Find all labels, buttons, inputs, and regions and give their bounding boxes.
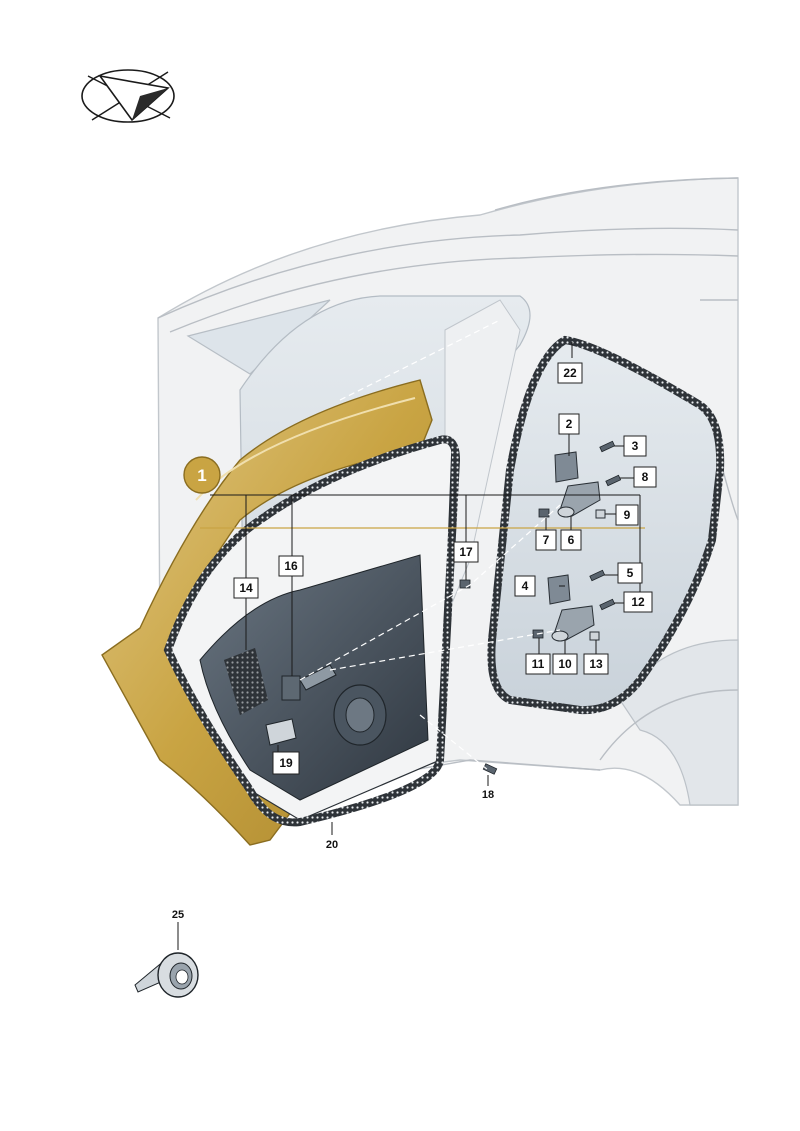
svg-text:3: 3 — [632, 439, 639, 453]
svg-text:7: 7 — [543, 533, 550, 547]
svg-text:6: 6 — [568, 533, 575, 547]
callout-13: 13 — [583, 653, 609, 675]
callout-25: 25 — [172, 909, 184, 921]
svg-text:2: 2 — [566, 417, 573, 431]
callout-10: 10 — [552, 653, 578, 675]
callout-6: 6 — [560, 529, 582, 551]
svg-text:13: 13 — [589, 657, 603, 671]
door-inner-panel — [163, 435, 461, 827]
svg-text:9: 9 — [624, 508, 631, 522]
svg-text:12: 12 — [631, 595, 645, 609]
callout-5: 5 — [617, 562, 643, 584]
callout-3: 3 — [623, 435, 647, 457]
svg-text:19: 19 — [279, 756, 293, 770]
callout-labels: 22 2 3 8 9 7 6 4 5 12 11 10 13 17 14 16 … — [172, 362, 657, 921]
callout-14: 14 — [233, 577, 259, 599]
svg-text:17: 17 — [459, 545, 473, 559]
main-callout-label: 1 — [197, 466, 206, 485]
adhesive-tape-roll — [134, 952, 199, 998]
svg-text:8: 8 — [642, 470, 649, 484]
callout-19: 19 — [272, 751, 300, 775]
callout-22: 22 — [557, 362, 583, 384]
svg-text:10: 10 — [558, 657, 572, 671]
callout-7: 7 — [535, 529, 557, 551]
callout-18: 18 — [482, 789, 494, 801]
callout-16: 16 — [278, 555, 304, 577]
svg-text:25: 25 — [172, 909, 184, 921]
door-hinges — [459, 440, 622, 775]
main-callout-1: 1 — [183, 456, 221, 494]
svg-text:14: 14 — [239, 581, 253, 595]
callout-4: 4 — [514, 575, 536, 597]
svg-text:16: 16 — [284, 559, 298, 573]
svg-text:18: 18 — [482, 789, 494, 801]
callout-20: 20 — [326, 839, 338, 851]
callout-8: 8 — [633, 466, 657, 488]
callout-12: 12 — [623, 591, 653, 613]
svg-text:5: 5 — [627, 566, 634, 580]
svg-text:22: 22 — [563, 366, 577, 380]
rear-door-seal — [487, 335, 725, 715]
door-seal — [163, 435, 461, 827]
svg-text:11: 11 — [532, 657, 545, 671]
callout-9: 9 — [615, 504, 639, 526]
callout-11: 11 — [525, 653, 551, 675]
svg-text:4: 4 — [522, 579, 529, 593]
callout-2: 2 — [558, 413, 580, 435]
brand-logo — [81, 69, 175, 123]
callout-17: 17 — [453, 541, 479, 563]
rear-door-opening — [487, 335, 725, 715]
assembly-lines — [299, 319, 561, 771]
svg-text:20: 20 — [326, 839, 338, 851]
